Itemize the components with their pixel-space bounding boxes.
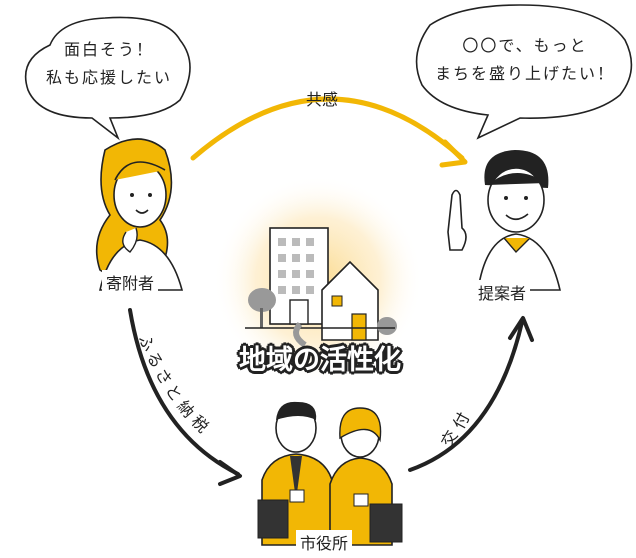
grant-arrow-head bbox=[508, 316, 534, 342]
furusato-tax-arrow bbox=[128, 308, 240, 476]
donor-speech-bubble bbox=[24, 16, 191, 141]
furusato-tax-arrow-head bbox=[218, 460, 242, 486]
city-hall-staff-illustration bbox=[257, 401, 403, 546]
city-buildings-illustration bbox=[245, 227, 397, 348]
empathy-arrow-head bbox=[439, 139, 468, 168]
donor-figure bbox=[95, 138, 184, 291]
empathy-arrow bbox=[190, 96, 465, 161]
city-hall-label: 市役所 bbox=[296, 530, 353, 554]
proposer-speech-line2: まちを盛り上げたい！ bbox=[434, 64, 615, 83]
donor-label: 寄附者 bbox=[102, 270, 159, 294]
donor-speech-text: 面白そう！ 私も応援したい bbox=[34, 36, 184, 92]
proposer-speech-line1: 〇〇で、もっと bbox=[462, 36, 588, 55]
proposer-figure bbox=[447, 150, 562, 291]
donor-speech-line1: 面白そう！ bbox=[63, 40, 154, 59]
donor-speech-line2: 私も応援したい bbox=[45, 68, 172, 87]
regional-revitalization-title: 地域の活性化 bbox=[239, 345, 401, 376]
proposer-label: 提案者 bbox=[474, 280, 531, 304]
empathy-label: 共感 bbox=[306, 90, 339, 109]
proposer-speech-text: 〇〇で、もっと まちを盛り上げたい！ bbox=[420, 32, 630, 88]
grant-arrow bbox=[408, 320, 524, 472]
proposer-speech-bubble bbox=[415, 4, 633, 140]
